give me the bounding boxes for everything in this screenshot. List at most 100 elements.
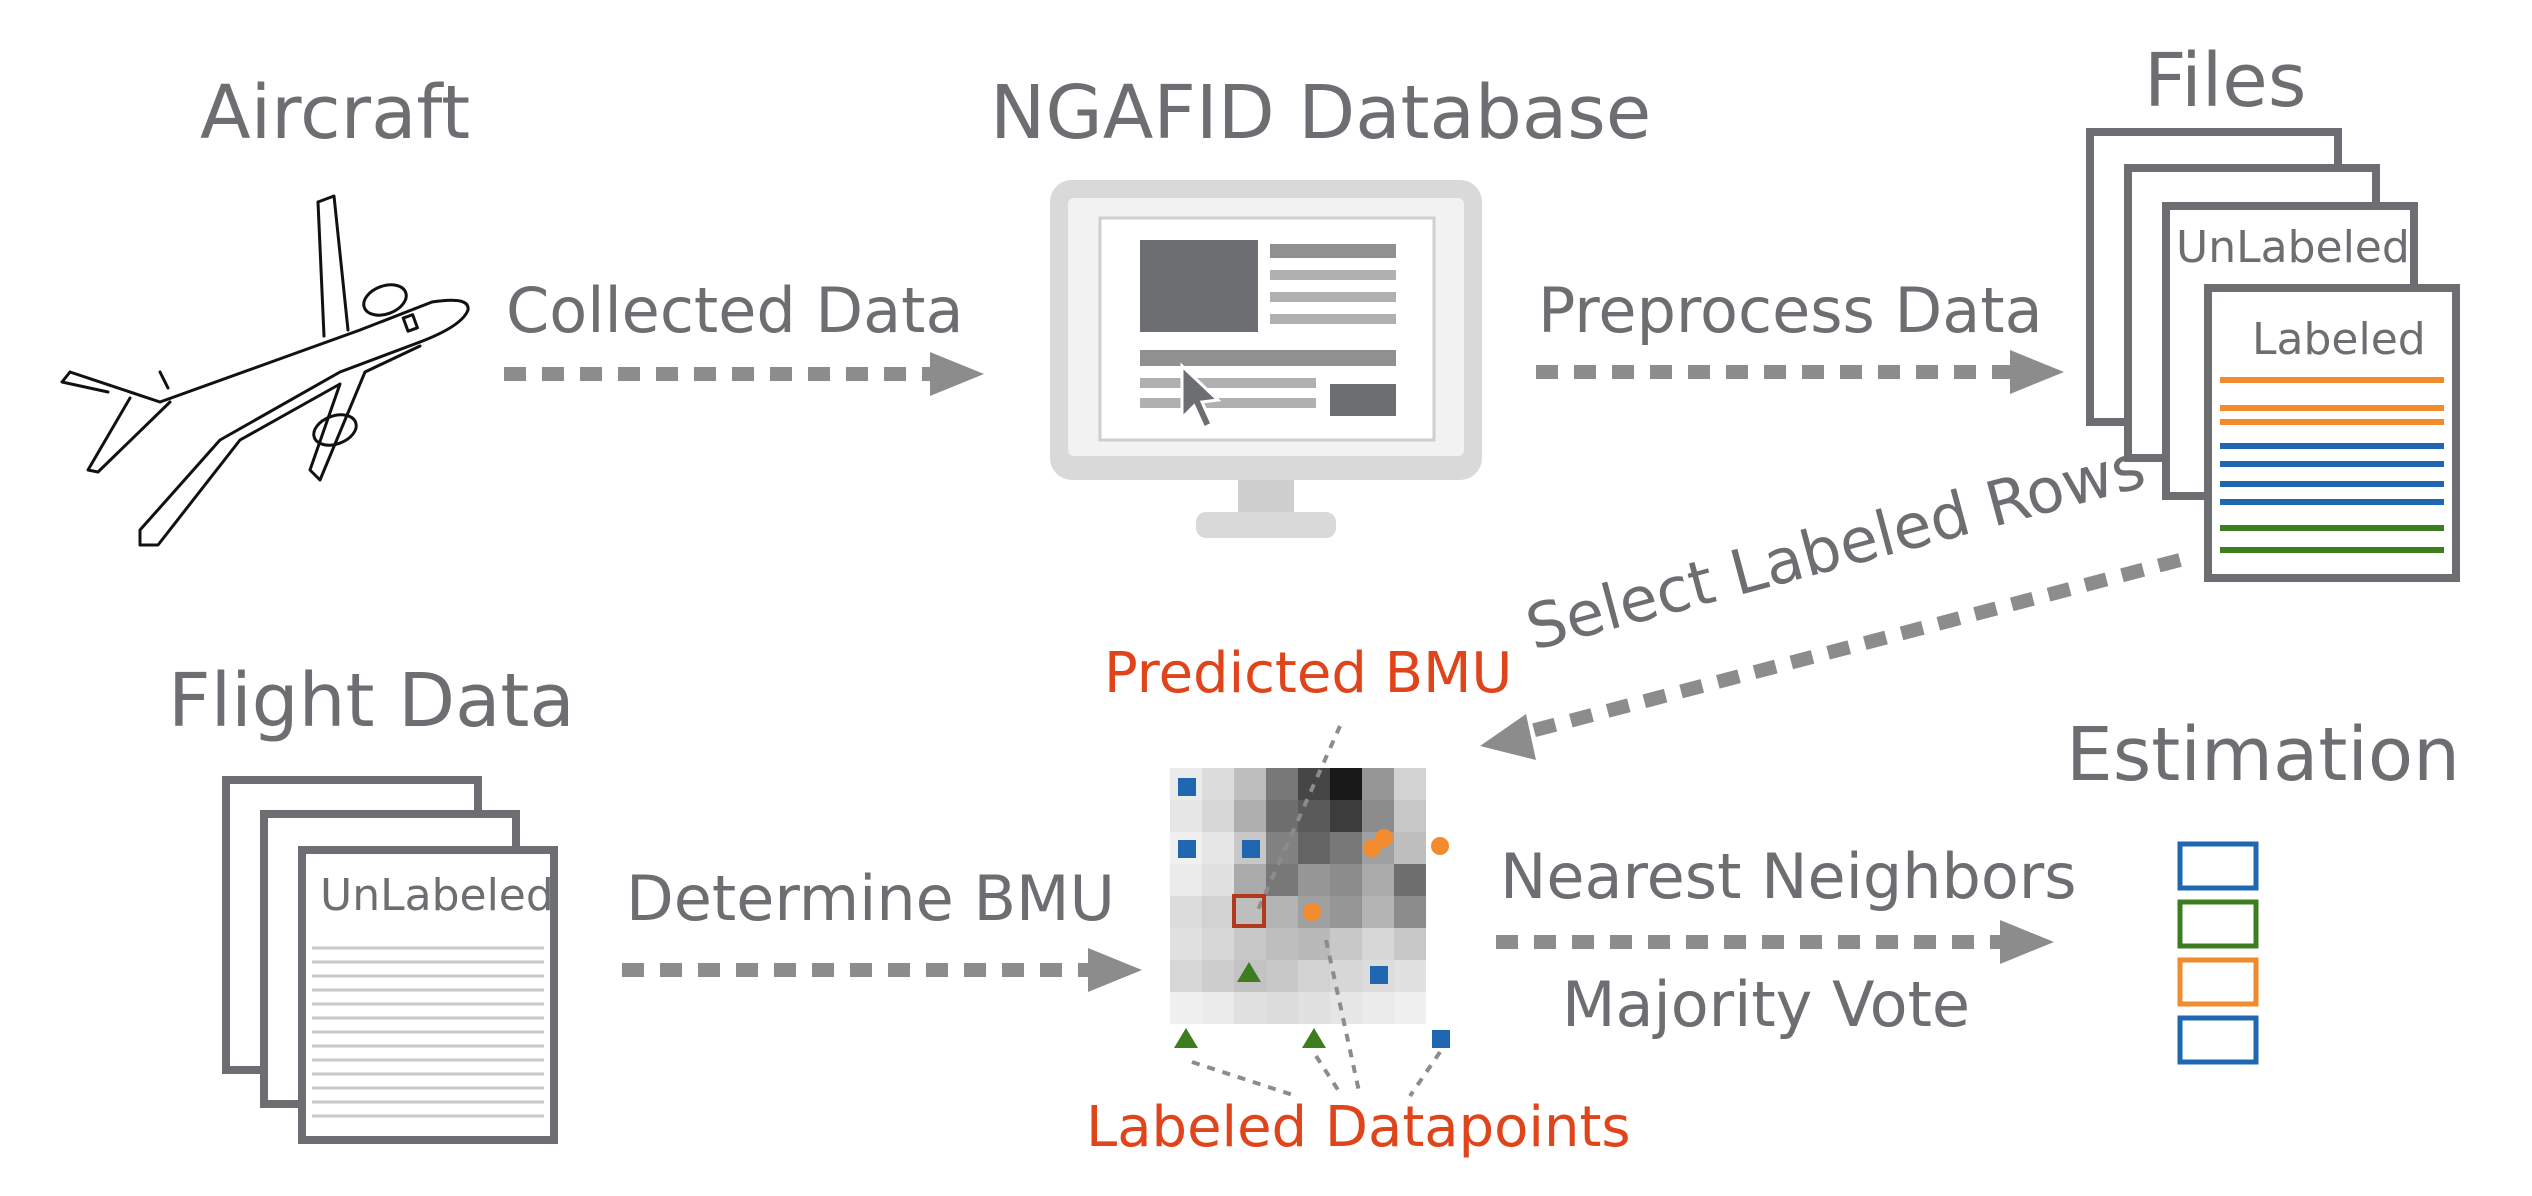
- labeled-leader-center: [1324, 939, 1362, 1097]
- database-monitor-icon: [1050, 180, 1482, 538]
- som-cell: [1202, 768, 1234, 800]
- arrowhead-select-labeled-rows: [1480, 714, 1536, 760]
- arrowhead-preprocess-data: [2010, 350, 2064, 394]
- som-cell: [1298, 832, 1330, 864]
- som-cell: [1298, 768, 1330, 800]
- som-cell: [1394, 768, 1426, 800]
- som-cell: [1298, 864, 1330, 896]
- orange-circle-point: [1303, 903, 1321, 921]
- som-cell: [1394, 864, 1426, 896]
- labeled-leader-right: [1408, 1050, 1442, 1098]
- som-cell: [1330, 768, 1362, 800]
- som-annotations: [1174, 725, 1450, 1098]
- som-cell: [1394, 960, 1426, 992]
- database-label: NGAFID Database: [990, 70, 1652, 156]
- som-cell: [1170, 800, 1202, 832]
- estimation-label: Estimation: [2066, 712, 2461, 798]
- labeled-leader-left: [1191, 1060, 1297, 1098]
- blue-square-point: [1242, 840, 1260, 858]
- orange-circle-point: [1431, 837, 1449, 855]
- orange-circle-point: [1375, 829, 1393, 847]
- som-cell: [1170, 896, 1202, 928]
- predicted-bmu-marker: [1232, 894, 1266, 928]
- som-cell: [1362, 768, 1394, 800]
- som-cell: [1234, 928, 1266, 960]
- aircraft-icon: [60, 194, 470, 547]
- nearest-neighbors-label: Nearest Neighbors: [1500, 840, 2077, 913]
- files-unlabeled-text: UnLabeled: [2176, 222, 2410, 273]
- som-cell: [1234, 768, 1266, 800]
- majority-vote-label: Majority Vote: [1562, 968, 1971, 1041]
- som-cell: [1266, 896, 1298, 928]
- som-cell: [1362, 896, 1394, 928]
- som-cell: [1202, 928, 1234, 960]
- som-cell: [1170, 928, 1202, 960]
- som-cell: [1298, 992, 1330, 1024]
- green-triangle-point: [1174, 1028, 1198, 1048]
- som-cell: [1394, 896, 1426, 928]
- som-cell: [1202, 992, 1234, 1024]
- som-cell: [1234, 992, 1266, 1024]
- blue-square-point: [1178, 840, 1196, 858]
- som-cell: [1266, 800, 1298, 832]
- som-cell: [1362, 928, 1394, 960]
- som-cell: [1330, 800, 1362, 832]
- som-cell: [1266, 992, 1298, 1024]
- blue-square-point: [1178, 778, 1196, 796]
- collected-data-label: Collected Data: [506, 274, 964, 347]
- arrowhead-nearest-neighbors: [2000, 920, 2054, 964]
- som-cell: [1330, 896, 1362, 928]
- flight-unlabeled-text: UnLabeled: [320, 870, 554, 921]
- som-cell: [1394, 832, 1426, 864]
- som-cell: [1394, 800, 1426, 832]
- labeled-datapoints-label: Labeled Datapoints: [1086, 1095, 1631, 1160]
- aircraft-label: Aircraft: [200, 70, 471, 156]
- som-cell: [1170, 992, 1202, 1024]
- som-cell: [1202, 800, 1234, 832]
- labeled-leader-mid: [1314, 1054, 1344, 1098]
- som-cell: [1394, 992, 1426, 1024]
- som-cell: [1202, 960, 1234, 992]
- predicted-bmu-leader: [1256, 725, 1342, 911]
- blue-square-point: [1370, 966, 1388, 984]
- som-cell: [1362, 864, 1394, 896]
- som-cell: [1362, 992, 1394, 1024]
- files-stack-icon: [2086, 128, 2460, 582]
- som-cell: [1362, 800, 1394, 832]
- som-cell: [1330, 864, 1362, 896]
- som-cell: [1202, 896, 1234, 928]
- files-label: Files: [2144, 38, 2307, 124]
- estimation-icon: [2177, 841, 2259, 1065]
- som-grid: [1170, 768, 1426, 1024]
- som-cell: [1266, 864, 1298, 896]
- som-cell: [1330, 992, 1362, 1024]
- flight-data-stack-icon: [222, 776, 558, 1144]
- som-cell: [1266, 928, 1298, 960]
- som-cell: [1330, 928, 1362, 960]
- som-cell: [1202, 864, 1234, 896]
- determine-bmu-label: Determine BMU: [626, 862, 1115, 935]
- arrowhead-determine-bmu: [1088, 948, 1142, 992]
- som-cell: [1170, 960, 1202, 992]
- som-cell: [1298, 928, 1330, 960]
- green-triangle-point: [1237, 962, 1261, 982]
- som-cell: [1202, 832, 1234, 864]
- som-cell: [1266, 960, 1298, 992]
- arrowhead-collected-data: [930, 352, 984, 396]
- green-triangle-point: [1302, 1028, 1326, 1048]
- som-cell: [1298, 960, 1330, 992]
- som-cell: [1170, 864, 1202, 896]
- blue-square-point: [1432, 1030, 1450, 1048]
- som-cell: [1234, 864, 1266, 896]
- som-cell: [1394, 928, 1426, 960]
- som-cell: [1266, 768, 1298, 800]
- som-cell: [1234, 896, 1266, 928]
- som-cell: [1330, 832, 1362, 864]
- predicted-bmu-label: Predicted BMU: [1104, 641, 1513, 706]
- som-cell: [1234, 800, 1266, 832]
- files-labeled-text: Labeled: [2252, 314, 2426, 365]
- flight-data-label: Flight Data: [168, 658, 575, 744]
- orange-circle-point: [1363, 839, 1381, 857]
- preprocess-data-label: Preprocess Data: [1538, 274, 2043, 347]
